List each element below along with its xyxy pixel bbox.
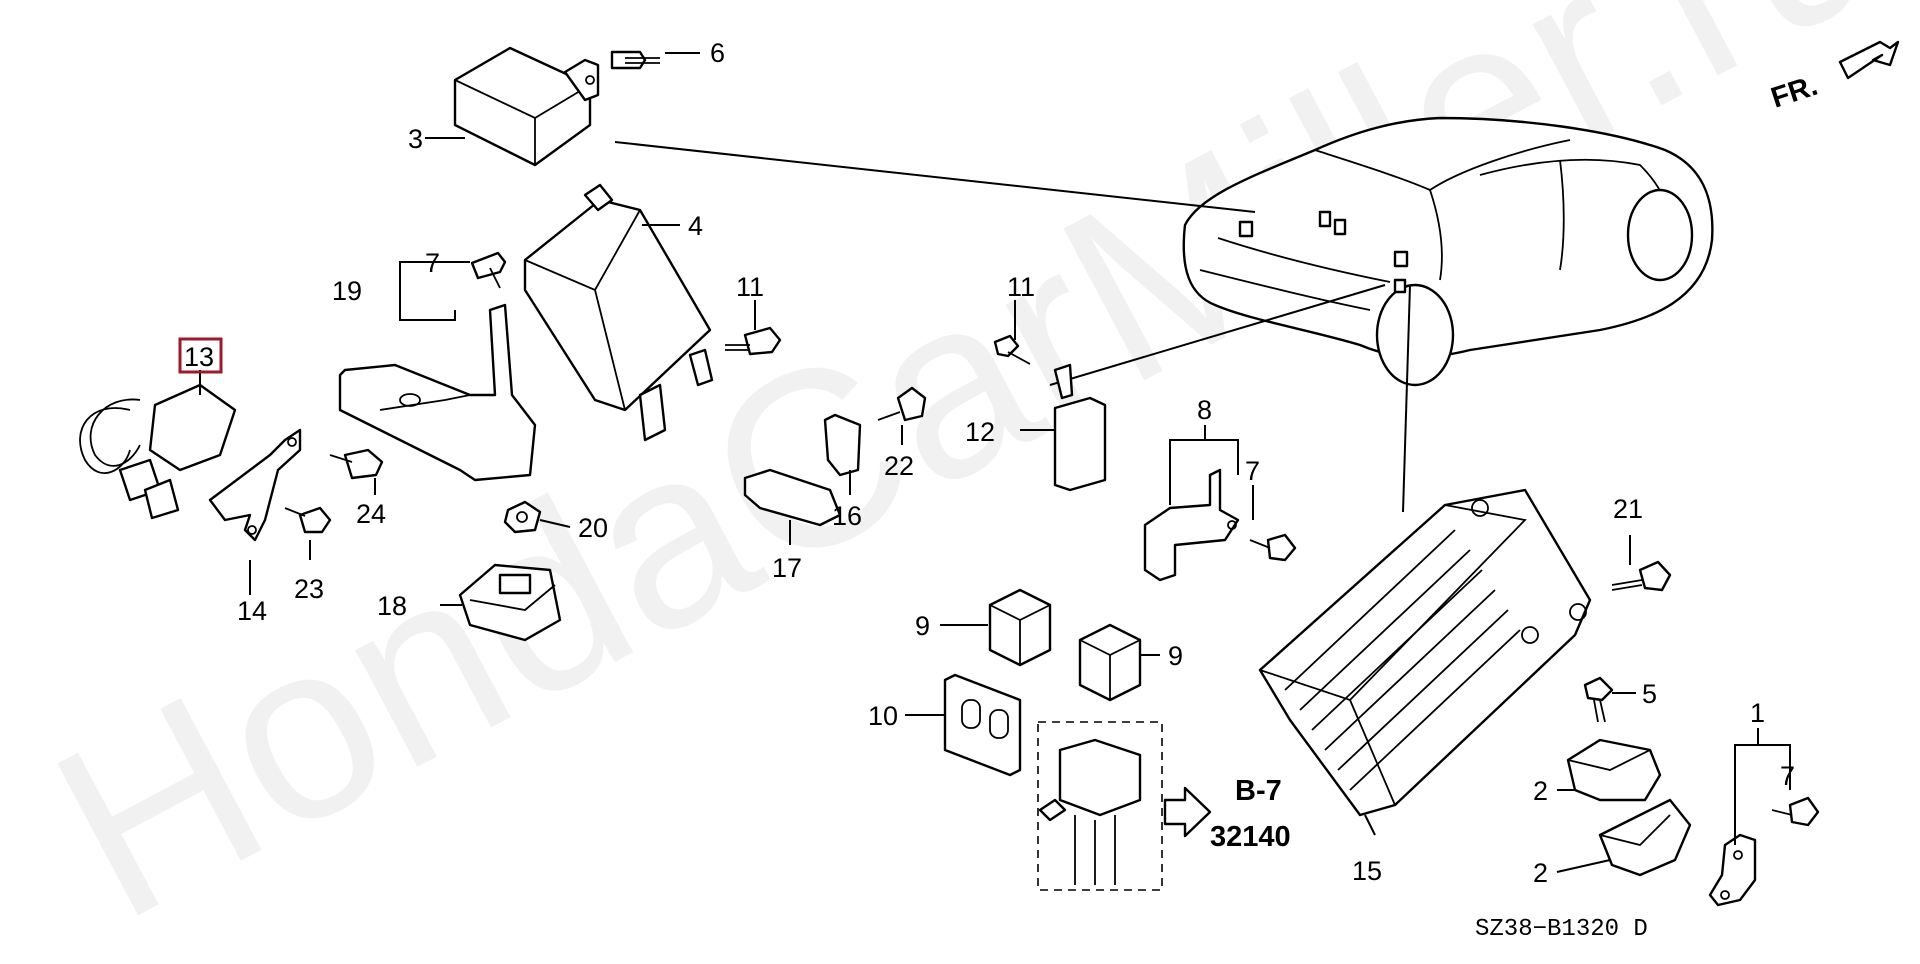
part-2-sensor-upper [1566,738,1662,802]
part-18-sensor [458,563,562,642]
callout-15[interactable]: 15 [1352,856,1382,886]
callout-13[interactable]: 13 [184,342,214,372]
callout-18[interactable]: 18 [377,591,407,621]
part-17-relay-holder [743,468,842,527]
callout-24[interactable]: 24 [356,499,386,529]
reference-number[interactable]: 32140 [1210,821,1291,853]
nut-icon [503,500,542,534]
callout-2[interactable]: 2 [1533,858,1548,888]
part-19-bracket [338,303,537,482]
bolt-icon [877,386,927,422]
callout-10[interactable]: 10 [868,701,898,731]
bolt-icon [470,251,507,289]
part-15-amplifier [1258,488,1592,817]
bolt-icon [610,50,660,70]
part-3-unit [453,46,600,167]
diagram-code: SZ38−B1320 D [1475,916,1648,943]
callout-7[interactable]: 7 [1780,761,1795,791]
highlight-box [178,337,223,374]
part-8-bracket [1143,468,1240,582]
part-16-clip [823,413,862,477]
callout-8[interactable]: 8 [1197,395,1212,425]
callout-1[interactable]: 1 [1750,698,1765,728]
bolt-icon [1583,676,1614,723]
reference-arrow-icon [1163,786,1212,838]
part-4-control-unit [523,183,714,442]
callout-22[interactable]: 22 [884,451,914,481]
callout-4[interactable]: 4 [688,211,703,241]
callout-11[interactable]: 11 [1007,272,1035,302]
callout-23[interactable]: 23 [294,574,324,604]
callout-11[interactable]: 11 [736,272,764,302]
part-14-bracket [208,428,302,542]
part-13-harness [79,383,237,520]
reference-group[interactable]: B-7 [1235,775,1282,807]
callout-12[interactable]: 12 [965,417,995,447]
bolt-icon [1611,560,1672,592]
callout-9[interactable]: 9 [1168,641,1183,671]
bolt-icon [1249,533,1297,562]
callout-5[interactable]: 5 [1642,679,1657,709]
car-outline [1182,116,1714,387]
part-9-relay-right [1078,623,1142,702]
callout-6[interactable]: 6 [710,38,725,68]
bolt-icon [725,326,782,356]
callout-19[interactable]: 19 [332,276,362,306]
callout-16[interactable]: 16 [832,501,862,531]
part-9-relay-left [988,588,1052,667]
part-1-bracket [1708,833,1757,907]
callout-21[interactable]: 21 [1613,494,1643,524]
part-12-module [1053,363,1107,492]
bolt-icon [1771,796,1820,827]
callout-7[interactable]: 7 [425,248,440,278]
callout-7[interactable]: 7 [1245,456,1260,486]
callout-9[interactable]: 9 [915,611,930,641]
bolt-icon [329,448,384,480]
callout-3[interactable]: 3 [408,124,423,154]
part-10-relay-block [943,673,1022,777]
callout-2[interactable]: 2 [1533,776,1548,806]
callout-20[interactable]: 20 [578,513,608,543]
callout-14[interactable]: 14 [237,596,267,626]
connector-detail [1037,721,1163,891]
bolt-icon [993,334,1031,365]
callout-17[interactable]: 17 [772,553,802,583]
part-2-sensor-lower [1598,798,1692,877]
bolt-icon [284,506,332,534]
